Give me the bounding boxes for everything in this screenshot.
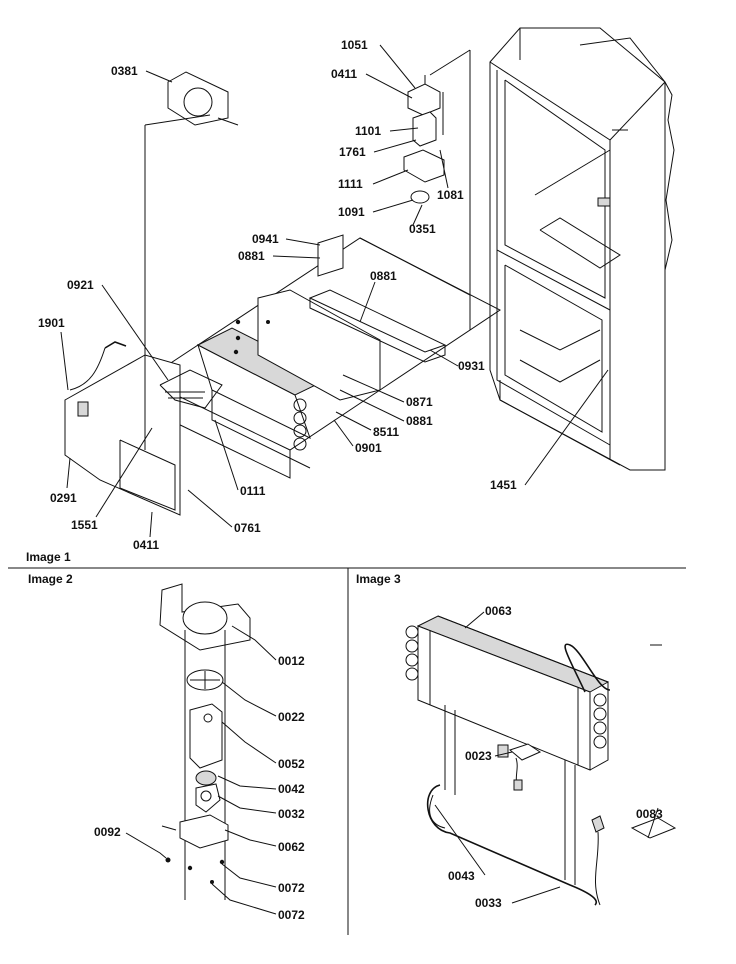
image2-leaders <box>125 625 277 915</box>
rear-shroud <box>233 289 381 401</box>
callout-0871: 0871 <box>406 395 433 409</box>
callout-0072: 0072 <box>278 881 305 895</box>
callout-0111: 0111 <box>240 484 266 498</box>
callout-0881: 0881 <box>238 249 265 263</box>
callout-0023: 0023 <box>465 749 492 763</box>
callout-0931: 0931 <box>458 359 485 373</box>
fan-motor-assembly <box>159 583 251 900</box>
image2-callouts: 0012 0022 0052 0042 0032 0092 0062 0072 … <box>94 654 305 922</box>
callout-1091: 1091 <box>338 205 365 219</box>
callout-0291: 0291 <box>50 491 77 505</box>
callout-0062: 0062 <box>278 840 305 854</box>
image3-callouts: 0063 0023 0083 0043 0033 <box>448 604 663 910</box>
callout-0921: 0921 <box>67 278 94 292</box>
callout-1101: 1101 <box>355 124 381 138</box>
callout-0381: 0381 <box>111 64 138 78</box>
callout-0033: 0033 <box>475 896 502 910</box>
callout-0941: 0941 <box>252 232 279 246</box>
image1-title: Image 1 <box>26 550 71 564</box>
evaporator-coil-image1 <box>159 327 332 469</box>
cabinet-liner-drawing <box>489 27 675 471</box>
image3-leaders <box>434 611 659 904</box>
callout-1901: 1901 <box>38 316 65 330</box>
callout-0072: 0072 <box>278 908 305 922</box>
callout-0901: 0901 <box>355 441 382 455</box>
damper-box <box>317 234 344 277</box>
image1-callouts: 0381 1051 0411 1101 1761 1081 1111 1091 … <box>38 38 517 552</box>
air-duct-cover <box>308 289 447 363</box>
image2-title: Image 2 <box>28 572 73 586</box>
callout-0881: 0881 <box>370 269 397 283</box>
callout-0083: 0083 <box>636 807 663 821</box>
callout-0032: 0032 <box>278 807 305 821</box>
image3-title: Image 3 <box>356 572 401 586</box>
callout-0052: 0052 <box>278 757 305 771</box>
callout-0881: 0881 <box>406 414 433 428</box>
callout-0042: 0042 <box>278 782 305 796</box>
callout-0092: 0092 <box>94 825 121 839</box>
callout-1051: 1051 <box>341 38 368 52</box>
callout-0411: 0411 <box>133 538 159 552</box>
callout-1551: 1551 <box>71 518 98 532</box>
evaporator-assembly <box>405 615 677 906</box>
callout-0351: 0351 <box>409 222 436 236</box>
callout-1081: 1081 <box>437 188 464 202</box>
callout-1761: 1761 <box>339 145 366 159</box>
callout-0043: 0043 <box>448 869 475 883</box>
callout-1111: 1111 <box>338 177 363 191</box>
water-valve-assembly <box>403 49 471 330</box>
fan-shroud-image1 <box>144 71 239 450</box>
callout-0761: 0761 <box>234 521 261 535</box>
callout-1451: 1451 <box>490 478 517 492</box>
callout-0012: 0012 <box>278 654 305 668</box>
image1-leaders <box>60 44 609 538</box>
callout-0411: 0411 <box>331 67 357 81</box>
callout-0063: 0063 <box>485 604 512 618</box>
callout-0022: 0022 <box>278 710 305 724</box>
callout-8511: 8511 <box>373 425 399 439</box>
evaporator-cover-panel <box>64 341 181 516</box>
